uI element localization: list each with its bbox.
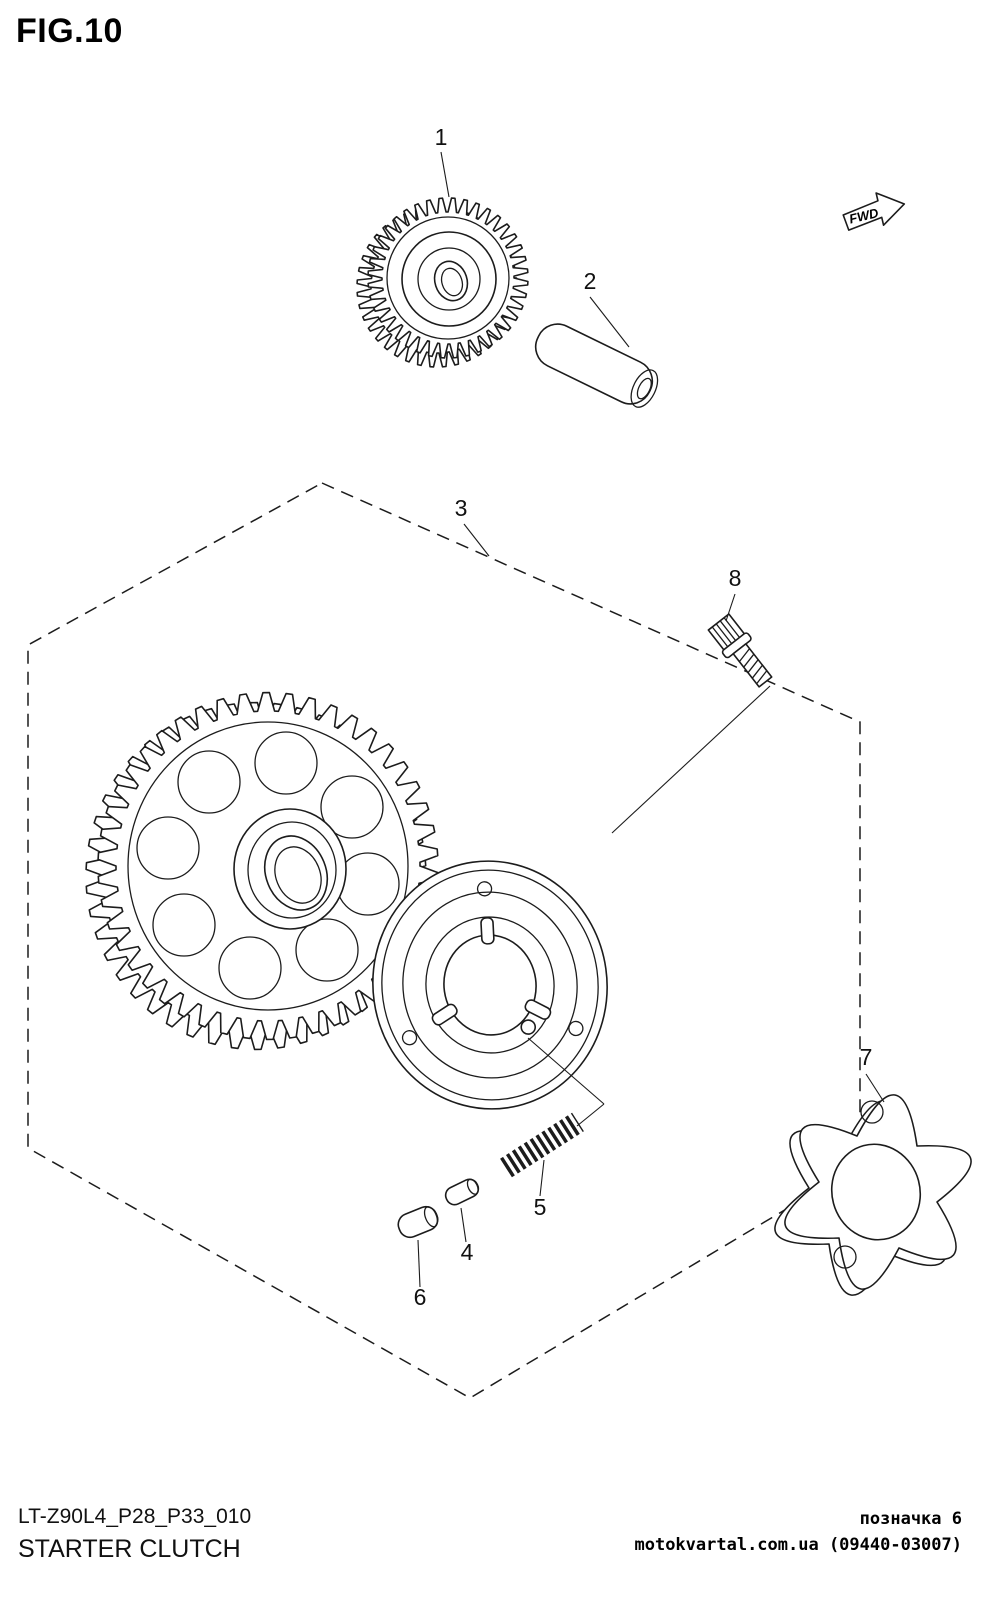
callout-7: 7 [860,1044,873,1070]
part-4-roller [444,1178,480,1206]
callout-5: 5 [534,1194,547,1220]
part-2-spacer [534,323,659,408]
figure-title: FIG.10 [16,12,123,50]
callout-4: 4 [461,1239,474,1265]
part-8-bolt [707,613,773,688]
leader-line-cam2 [576,1103,605,1127]
fwd-arrow-icon: FWD [842,192,906,231]
part-3-clutch-housing [372,860,608,1110]
callout-2: 2 [584,268,597,294]
part-1-starter-gear [356,197,529,368]
fwd-label: FWD [848,205,881,226]
callout-8: 8 [729,565,742,591]
leader-line-5 [539,1159,545,1197]
leader-line-2 [589,296,630,348]
part-7-gasket [774,1094,972,1296]
part-3-clutch-gear [85,691,439,1051]
leader-line-6 [417,1239,421,1288]
leader-line-8 [725,593,736,622]
part-5-spring [500,1112,584,1178]
leader-line-cam [527,1037,605,1105]
callout-6: 6 [414,1284,427,1310]
leader-line-7 [865,1073,885,1103]
assembly-boundary-box [27,482,861,1399]
leader-line-4 [460,1207,467,1243]
model-code: LT-Z90L4_P28_P33_010 [18,1505,251,1528]
leader-line-bolt [611,685,771,834]
watermark-line2: motokvartal.com.ua (09440-03007) [634,1535,962,1555]
callout-1: 1 [435,124,448,150]
figure-name: STARTER CLUTCH [18,1535,241,1563]
leader-line-3 [463,523,490,557]
callout-3: 3 [455,495,468,521]
watermark-line1: позначка 6 [860,1509,962,1529]
leader-line-1 [440,151,450,198]
part-6-push-piece [397,1205,439,1239]
